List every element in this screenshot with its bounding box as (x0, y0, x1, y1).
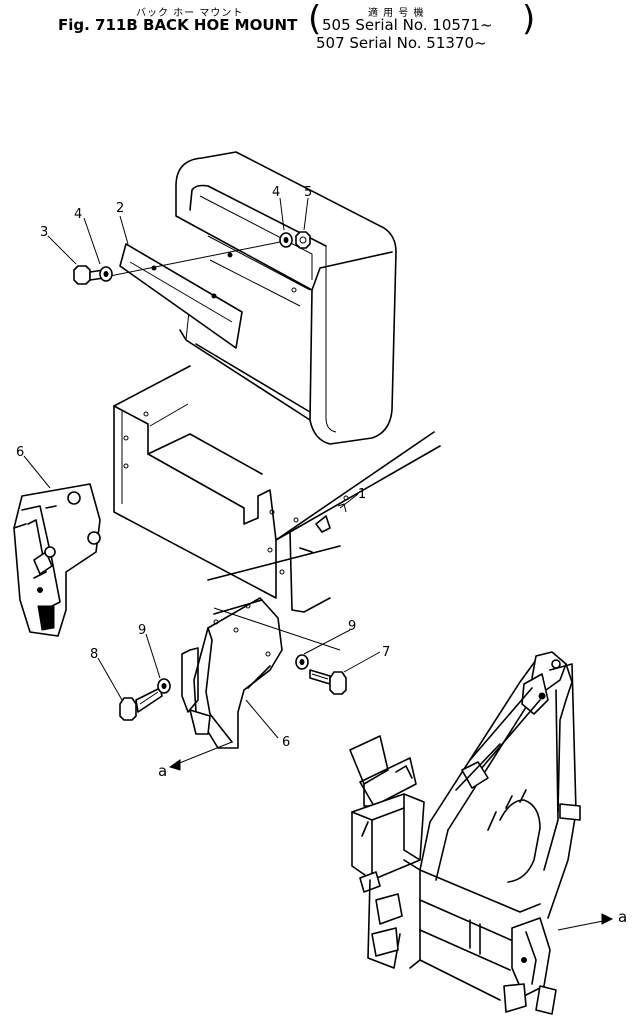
figure-header: バック ホー マウント Fig. 711B BACK HOE MOUNT ( 適… (0, 0, 632, 60)
part-2-plate (109, 241, 281, 349)
serial-range-507: 507 Serial No. 51370~ (316, 34, 487, 52)
callout-4-right: 4 (272, 185, 280, 200)
bolt-7 (309, 669, 347, 695)
bolt-8 (119, 687, 163, 721)
leader-lines (23, 197, 614, 931)
right-bracket: ) (522, 0, 536, 39)
arrow-label-a-right: a (618, 908, 627, 926)
nut-5 (295, 231, 311, 249)
callout-labels: 2 3 4 4 5 1 6 6 8 9 9 7 a a (16, 185, 627, 926)
callout-3: 3 (40, 225, 48, 240)
washer-9-left (157, 678, 171, 694)
washer-9-right (295, 654, 309, 670)
washer-4-right (279, 232, 293, 248)
japanese-title: バック ホー マウント (136, 8, 244, 19)
callout-7: 7 (382, 645, 390, 660)
left-bracket: ( (308, 0, 322, 39)
callout-9-left: 9 (138, 623, 146, 638)
callout-6-left: 6 (16, 445, 24, 460)
callout-6-center: 6 (282, 735, 290, 750)
figure-title: Fig. 711B BACK HOE MOUNT (58, 16, 298, 34)
callout-1: 1 (358, 487, 366, 502)
tractor-body-frame (113, 365, 441, 613)
seat-back-housing (175, 151, 397, 445)
part-6-bracket-center (181, 597, 341, 749)
serial-range-505: 505 Serial No. 10571~ (322, 16, 493, 34)
japanese-applicable-label: 適 用 号 機 (368, 8, 425, 19)
callout-2: 2 (116, 201, 124, 216)
washer-4-left (99, 266, 113, 282)
callout-8: 8 (90, 647, 98, 662)
callout-5: 5 (304, 185, 312, 200)
callout-9-right: 9 (348, 619, 356, 634)
back-hoe-assembly (349, 651, 581, 1015)
callout-4-left: 4 (74, 207, 82, 222)
arrow-label-a-left: a (158, 762, 167, 780)
part-6-bracket-left (13, 483, 101, 637)
